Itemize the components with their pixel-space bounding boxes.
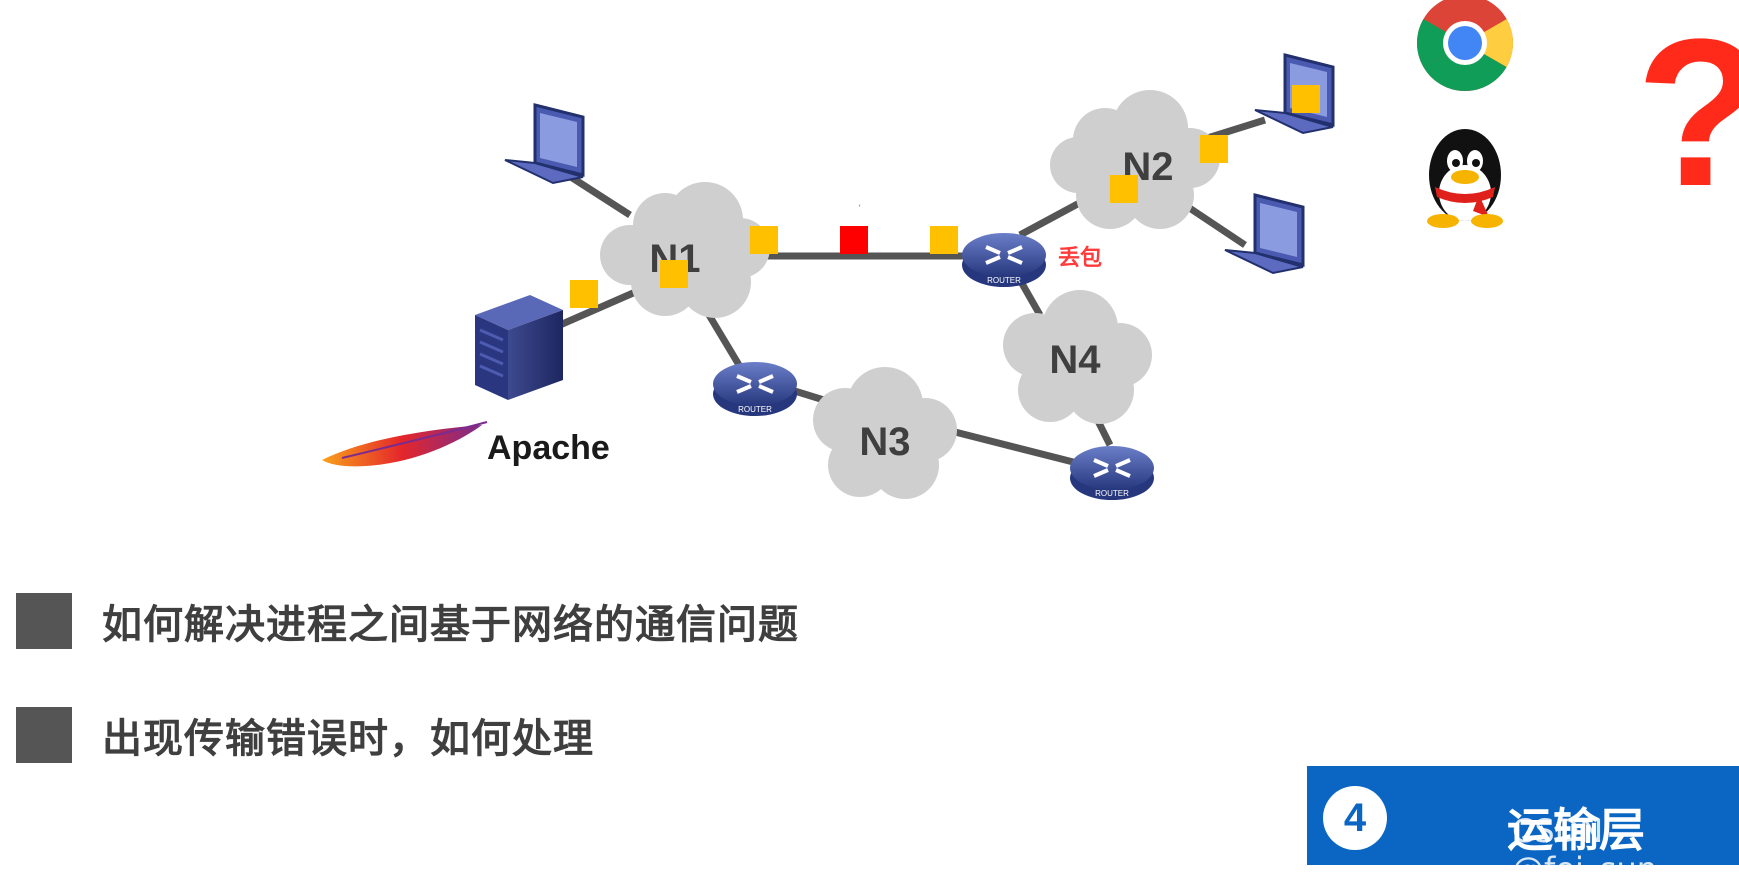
router-left-label: ROUTER	[738, 405, 772, 414]
packet-n1-inner	[660, 260, 688, 288]
packet-server-link	[570, 280, 598, 308]
laptop-3	[1224, 193, 1305, 275]
cloud-n1	[600, 182, 770, 318]
bullet-square	[16, 593, 72, 649]
error-label: 误码	[835, 195, 879, 220]
chapter-title: 运输层	[1507, 803, 1645, 857]
chapter-number: 4	[1323, 786, 1387, 850]
apache-label: Apache	[487, 429, 610, 467]
router-top: ROUTER	[962, 233, 1046, 287]
network-diagram: N1 N2 N3 N4 ROUTER ROUTER ROUTER	[322, 0, 1739, 500]
packet-n1-right	[750, 226, 778, 254]
cloud-n3-label: N3	[859, 420, 910, 464]
bullet-row-2: 出现传输错误时，如何处理	[16, 706, 594, 764]
loss-label: 丢包	[1058, 245, 1102, 271]
chapter-banner: 4 运输层	[1307, 766, 1739, 865]
apache-feather-icon	[322, 421, 488, 467]
server	[475, 295, 563, 400]
packet-n2-inner	[1110, 175, 1138, 203]
laptop-1	[504, 103, 585, 185]
router-right: ROUTER	[1070, 446, 1154, 500]
bullet-text-1: 如何解决进程之间基于网络的通信问题	[102, 602, 799, 648]
packet-laptop2	[1292, 85, 1320, 113]
packet-error	[840, 226, 868, 254]
cloud-n3	[813, 367, 957, 499]
link-server-n1	[558, 286, 642, 329]
question-mark: ?	[1636, 0, 1739, 230]
bullet-square	[16, 707, 72, 763]
router-left: ROUTER	[713, 362, 797, 416]
link-router-top-n2	[1018, 196, 1087, 239]
link-n3-router-right	[954, 428, 1086, 469]
bullet-text-2: 出现传输错误时，如何处理	[102, 716, 594, 762]
cloud-n4-label: N4	[1049, 338, 1101, 382]
router-top-label: ROUTER	[987, 276, 1021, 285]
watermark: CSDN @fei_sun	[1512, 812, 1658, 888]
packet-n2-right	[1200, 135, 1228, 163]
packet-router-left	[930, 226, 958, 254]
qq-penguin-icon	[1427, 129, 1503, 228]
link-router-top-n4	[1016, 278, 1044, 317]
bullet-row-1: 如何解决进程之间基于网络的通信问题	[16, 592, 799, 650]
cloud-n4	[1003, 290, 1152, 424]
chrome-icon	[1416, 0, 1514, 92]
packets	[570, 85, 1320, 308]
link-n2-laptop3	[1183, 202, 1247, 248]
router-right-label: ROUTER	[1095, 489, 1129, 498]
